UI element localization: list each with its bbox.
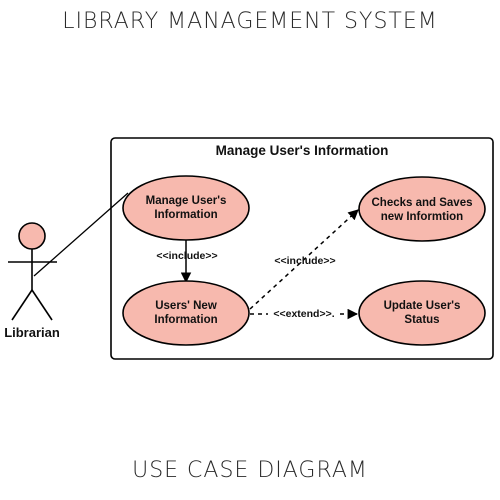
actor-head	[18, 222, 46, 250]
actor-right-leg	[31, 289, 53, 321]
usecase-manage-line2: Information	[154, 209, 217, 221]
extend-label: <<extend>>.	[273, 308, 334, 320]
system-title: Manage User's Information	[216, 143, 389, 158]
include-arrow-2	[249, 209, 359, 310]
usecase-checks-line1: Checks and Saves	[371, 197, 472, 209]
usecase-manage-users-information[interactable]: Manage User's Information	[122, 175, 250, 241]
actor-left-leg	[11, 289, 33, 321]
usecase-update-users-status[interactable]: Update User's Status	[358, 280, 486, 346]
usecase-update-line2: Status	[404, 314, 439, 326]
page-title: LIBRARY MANAGEMENT SYSTEM	[62, 9, 438, 34]
association-line	[33, 192, 129, 277]
usecase-users-new-information[interactable]: Users' New Information	[122, 280, 250, 346]
usecase-new-line2: Information	[154, 314, 217, 326]
usecase-checks-and-saves[interactable]: Checks and Saves new Informtion	[358, 176, 486, 242]
usecase-manage-line1: Manage User's	[146, 195, 227, 207]
usecase-update-line1: Update User's	[384, 300, 461, 312]
page-footer: USE CASE DIAGRAM	[132, 458, 368, 483]
actor-label: Librarian	[4, 325, 60, 340]
include-label-2: <<include>>	[274, 255, 335, 267]
system-boundary	[110, 137, 494, 360]
include-label-1: <<include>>	[156, 250, 217, 262]
actor-librarian[interactable]: Librarian	[4, 222, 60, 340]
usecase-checks-line2: new Informtion	[381, 211, 463, 223]
usecase-new-line1: Users' New	[155, 300, 217, 312]
